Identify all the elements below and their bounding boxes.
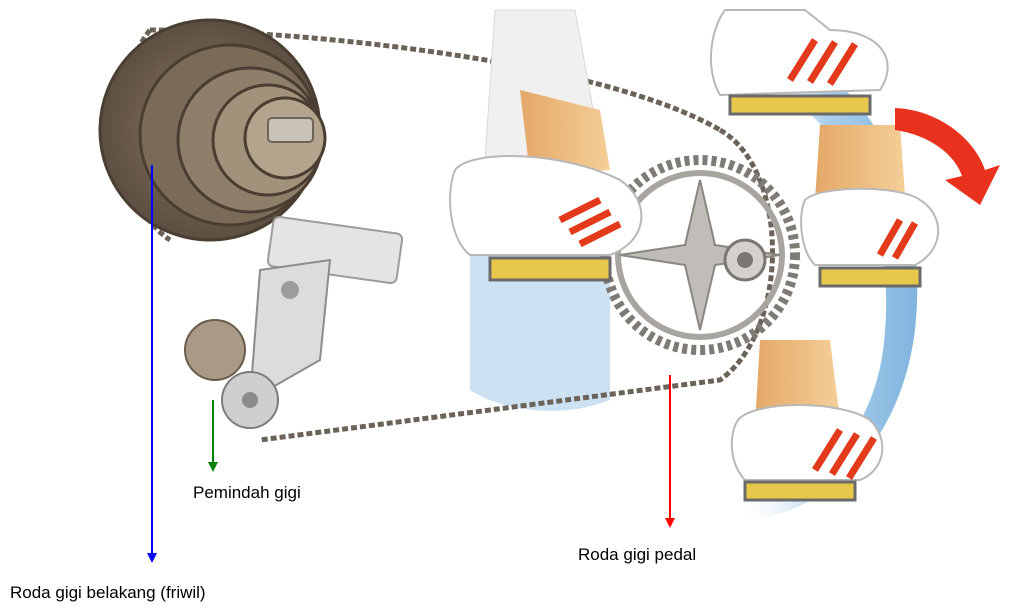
- label-derailleur: Pemindah gigi: [193, 483, 301, 503]
- shoe-position-middle: [801, 125, 938, 286]
- front-chainring: [605, 160, 795, 350]
- curved-arrow-clockwise-icon: [895, 108, 1000, 205]
- rear-sprocket-cluster: [100, 20, 325, 240]
- shoe-position-bottom: [732, 340, 883, 500]
- shoe-position-top: [711, 10, 888, 114]
- leg-and-shoe-front: [450, 10, 641, 280]
- label-chainring: Roda gigi pedal: [578, 545, 696, 565]
- chainring-pointer: [665, 375, 675, 528]
- derailleur-pointer: [208, 400, 218, 472]
- rear-derailleur: [185, 216, 403, 428]
- label-rear-sprocket: Roda gigi belakang (friwil): [10, 583, 206, 603]
